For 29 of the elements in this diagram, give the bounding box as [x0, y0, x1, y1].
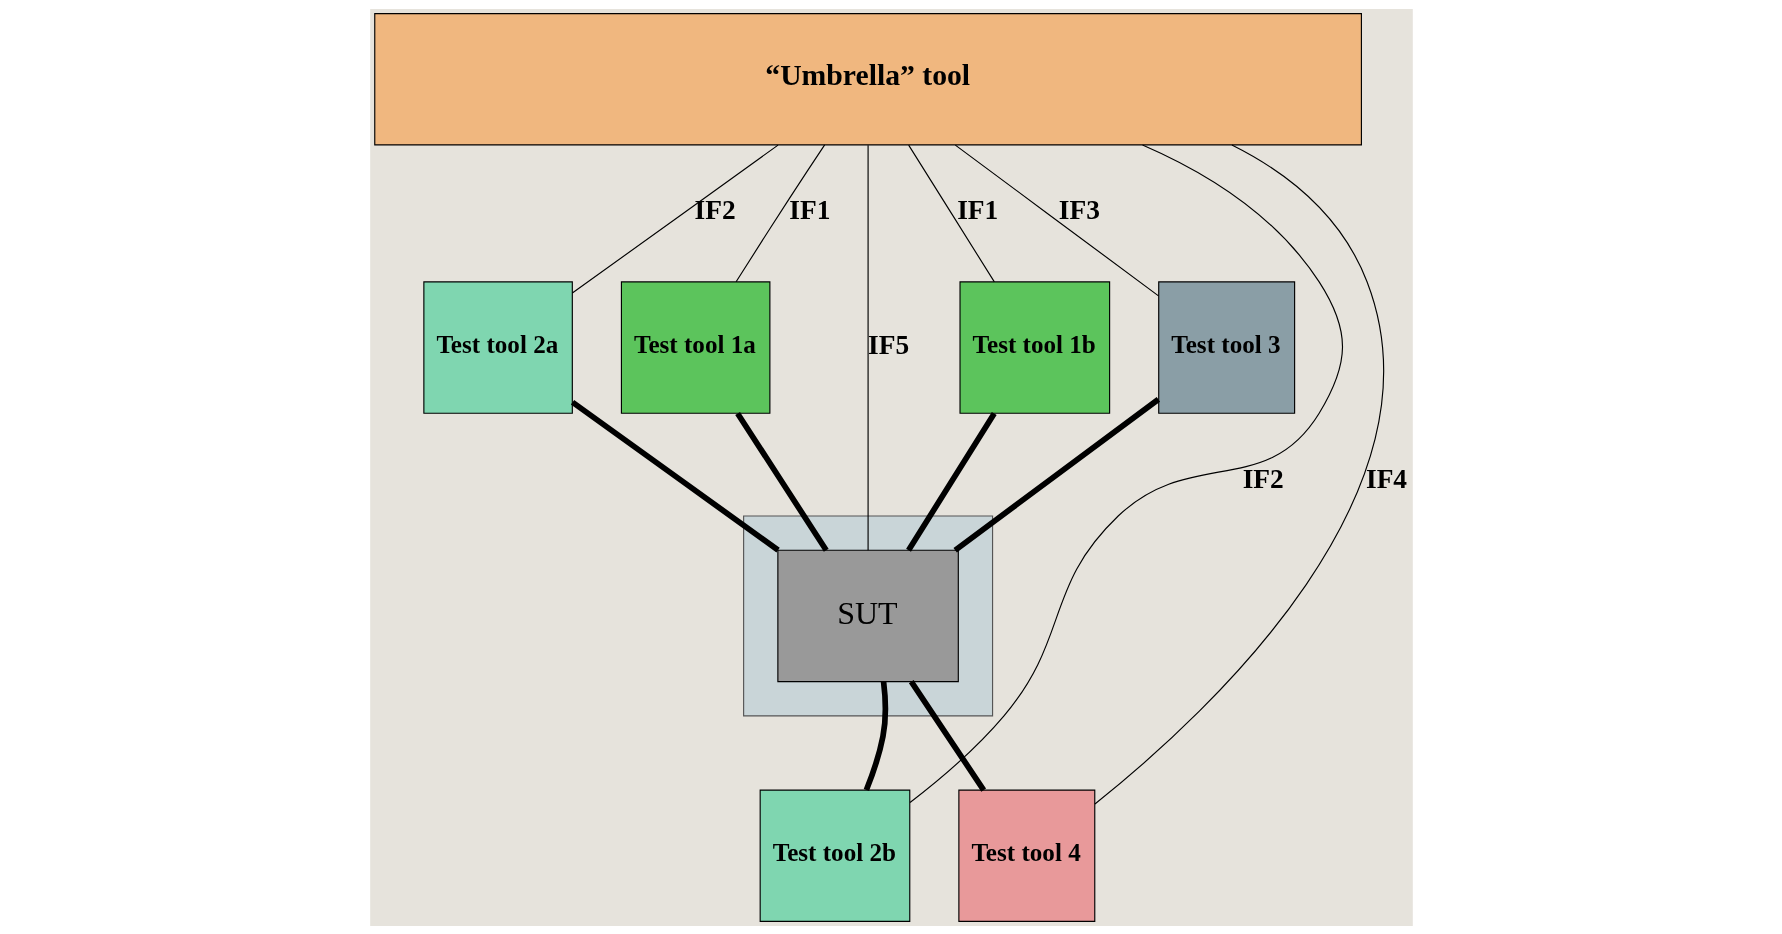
edge-label: IF2 [1242, 463, 1284, 494]
node-box: Test tool 2b [759, 789, 910, 922]
connector [570, 399, 780, 552]
connector [571, 144, 779, 294]
edge-label: IF5 [867, 329, 909, 360]
node-box: Test tool 2a [422, 280, 573, 414]
edge-label: IF2 [694, 194, 736, 225]
node-box: Test tool 4 [957, 789, 1095, 922]
connector [735, 143, 825, 282]
node-box: “Umbrella” tool [373, 12, 1362, 145]
edge-label: IF1 [788, 194, 830, 225]
connector [907, 144, 995, 282]
connector [954, 144, 1159, 296]
node-box: Test tool 1a [620, 280, 770, 414]
edge-label: IF1 [956, 194, 998, 225]
edge-label: IF4 [1365, 463, 1407, 494]
connector [734, 411, 829, 552]
connector [867, 144, 869, 551]
connector [908, 679, 986, 792]
edge-label: IF3 [1058, 194, 1100, 225]
connector [1093, 143, 1384, 805]
connector [863, 680, 888, 791]
connector [908, 143, 1343, 803]
node-box: Test tool 1b [958, 280, 1110, 414]
node-box: Test tool 3 [1157, 280, 1295, 414]
node-box: SUT [776, 549, 959, 682]
connector [953, 396, 1160, 552]
connector [905, 411, 997, 552]
cluster [742, 514, 993, 716]
